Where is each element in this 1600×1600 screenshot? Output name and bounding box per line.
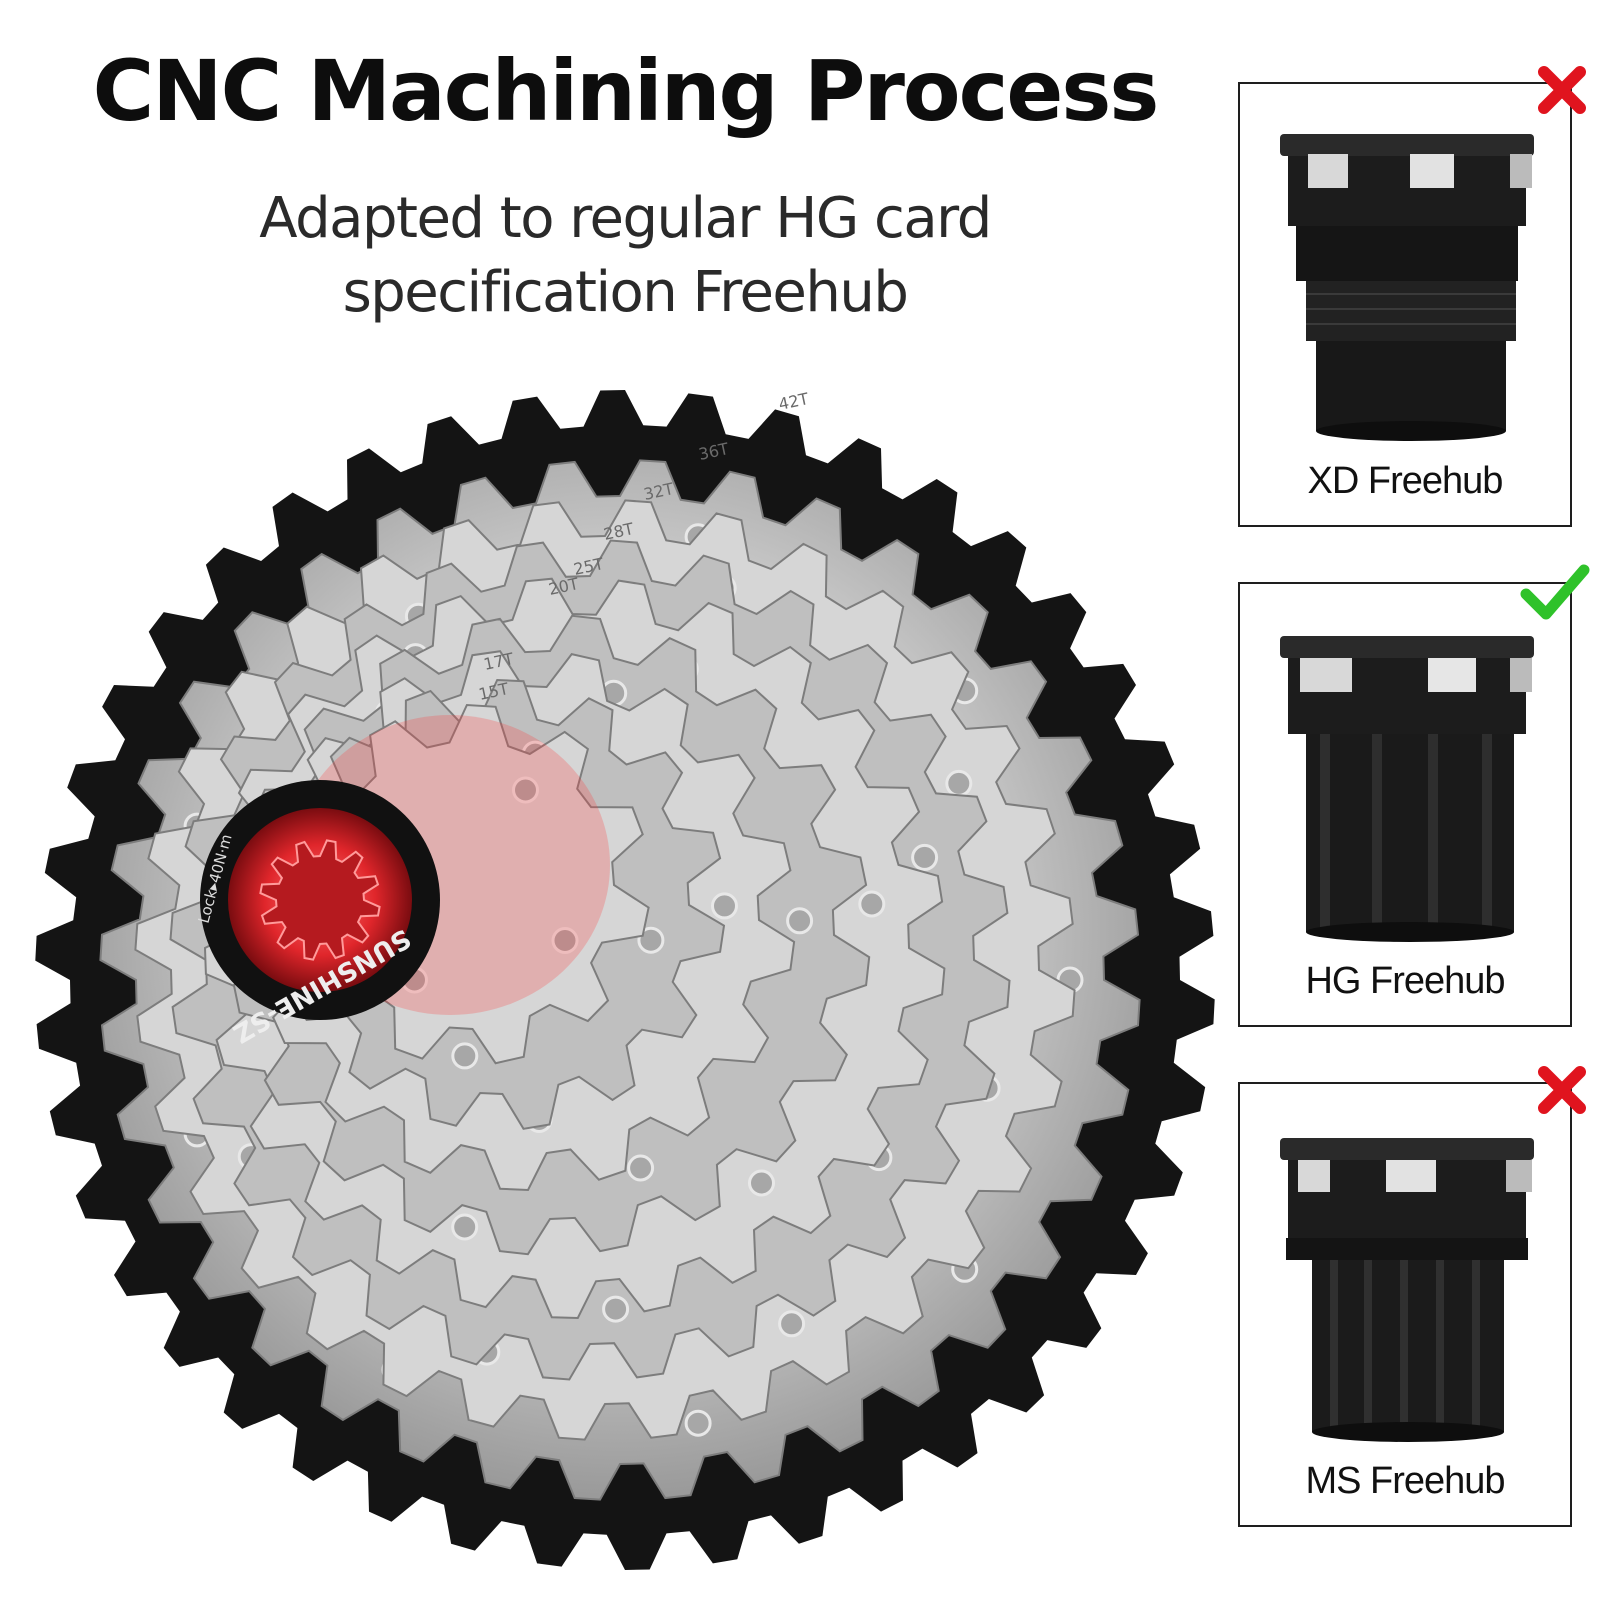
cog-labels: 11T15T17T20T25T28T32T36T42T — [357, 389, 811, 824]
cog-label: 42T — [777, 389, 811, 414]
lockring-spline-shape — [259, 839, 381, 961]
cross-icon — [1538, 1066, 1586, 1114]
cog-rivet — [637, 926, 665, 954]
cog-rivet — [551, 927, 579, 954]
xd-freehub-image — [1280, 134, 1534, 441]
cog-rivet — [602, 1295, 630, 1323]
freehub-panel-xd: XD Freehub — [1238, 66, 1586, 527]
cog-rivet — [451, 1042, 479, 1070]
xd-freehub-label: XD Freehub — [1307, 460, 1504, 502]
cog-stack — [99, 459, 1141, 1501]
cog-rivet — [684, 1409, 712, 1437]
ms-freehub-label: MS Freehub — [1305, 1460, 1505, 1502]
cross-icon — [1538, 66, 1586, 114]
cog-rivet — [911, 843, 939, 871]
cog-rivet — [451, 1213, 479, 1241]
subheadline-line-2: specification Freehub — [342, 260, 909, 325]
ms-freehub-image — [1280, 1138, 1534, 1442]
cog-rivet — [512, 776, 539, 804]
check-icon — [1520, 564, 1590, 620]
hg-freehub-label: HG Freehub — [1305, 960, 1505, 1002]
cog-rivet — [627, 1154, 655, 1182]
cog-rivet — [786, 907, 814, 935]
cog-rivet — [858, 890, 886, 918]
lockring-spline — [259, 839, 381, 961]
cog-rivet — [778, 1310, 806, 1338]
subheadline: Adapted to regular HG card specification… — [0, 182, 1250, 330]
cassette-image: 11T15T17T20T25T28T32T36T42T SUNSHINE-SZ … — [35, 389, 1215, 1570]
hg-freehub-image — [1280, 636, 1534, 942]
freehub-panel-ms: MS Freehub — [1238, 1066, 1586, 1527]
cog-rivet — [748, 1169, 775, 1197]
subheadline-line-1: Adapted to regular HG card — [259, 186, 992, 251]
cog-rivet — [711, 892, 738, 920]
headline: CNC Machining Process — [92, 42, 1160, 140]
cog-rivet — [945, 769, 973, 797]
freehub-panel-hg: HG Freehub — [1238, 564, 1590, 1027]
